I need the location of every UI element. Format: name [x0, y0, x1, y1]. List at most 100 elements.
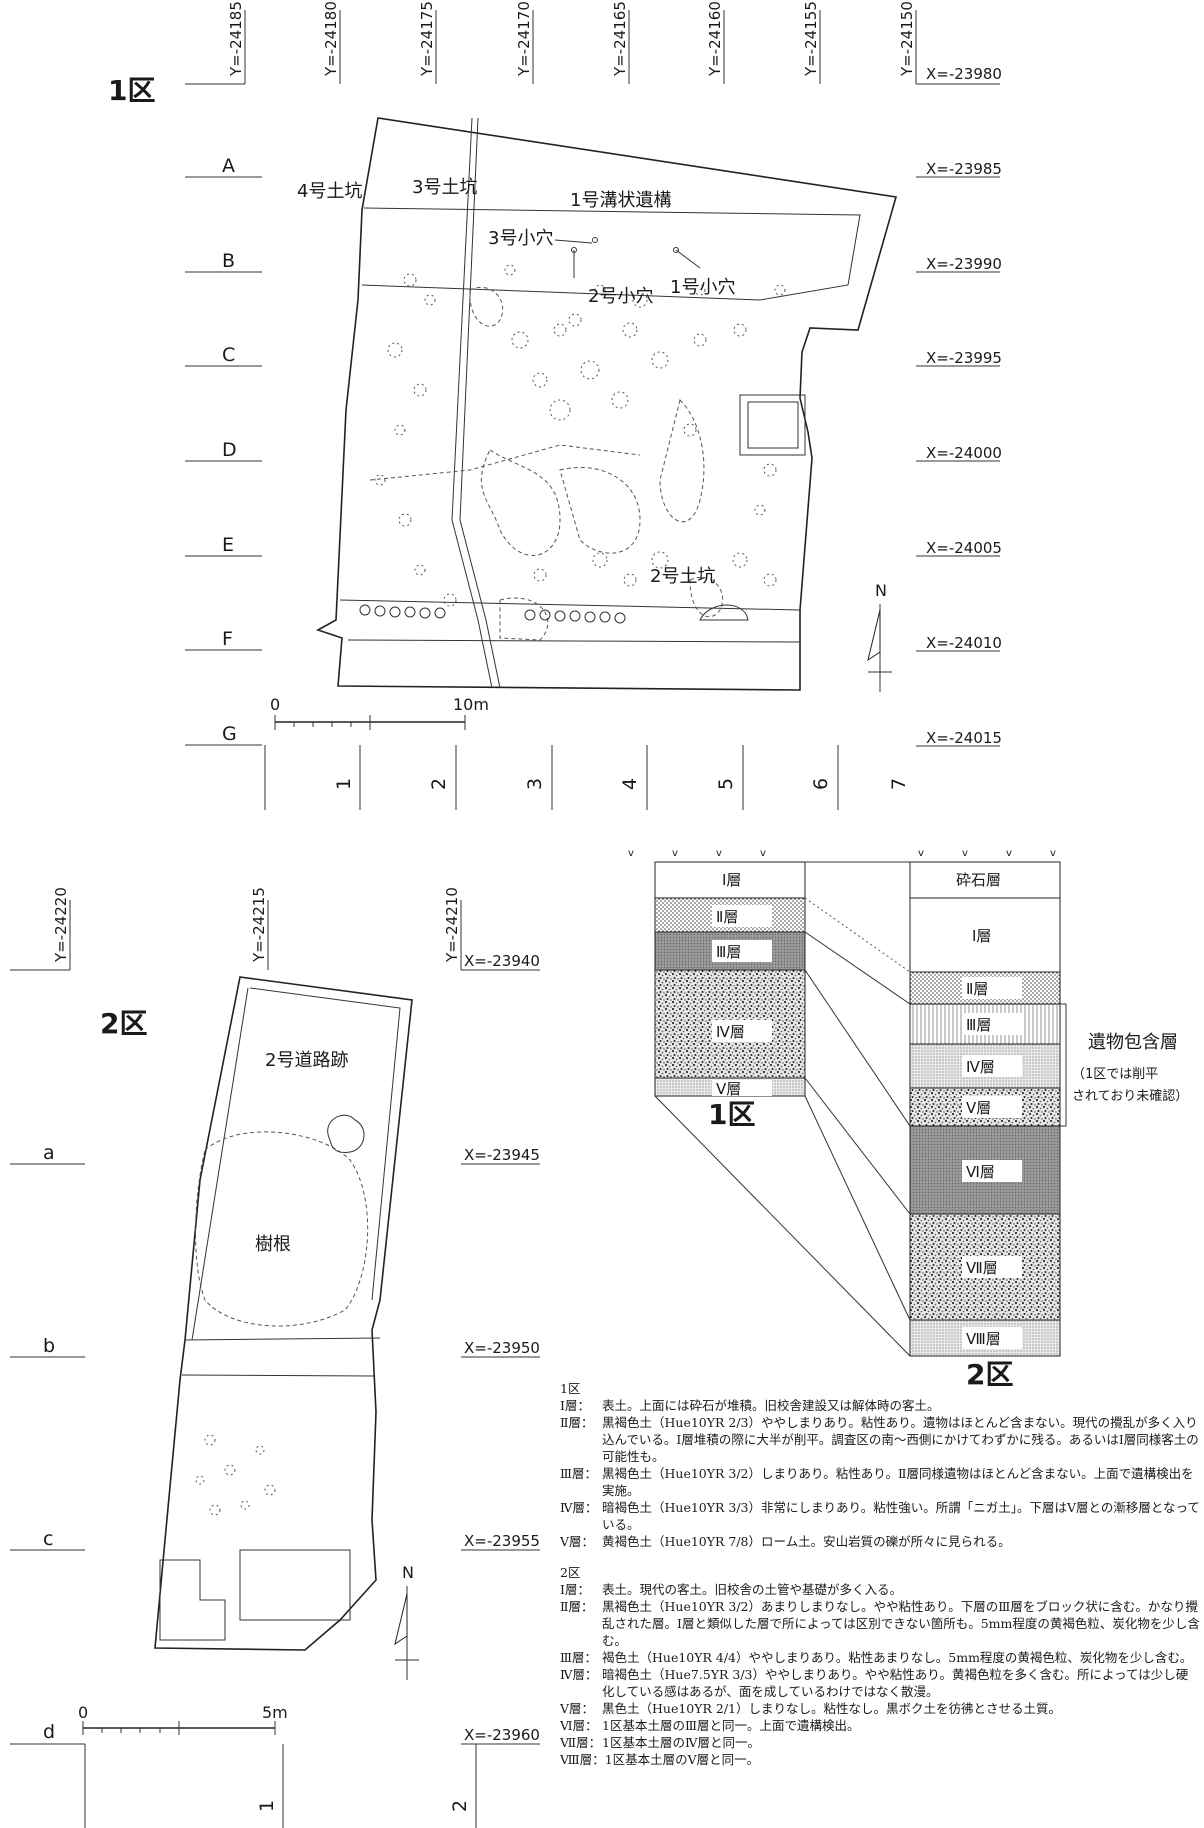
artifact-layer-bracket: 遺物包含層 （1区では削平 されており未確認）: [1060, 1003, 1188, 1127]
y-coord: Y=-24180: [322, 1, 340, 77]
svg-text:v: v: [1050, 848, 1056, 859]
col-label: 2: [449, 1800, 471, 1812]
col-label: 3: [524, 778, 546, 790]
feature-label: 2号小穴: [588, 286, 653, 307]
row-label: b: [43, 1335, 55, 1357]
section1-col-labels: 1 2 3 4 5 6 7: [264, 745, 910, 810]
note-row: Ⅲ層： 黒褐色土（Hue10YR 3/2）しまりあり。粘性あり。Ⅱ層同様遺物はほと…: [560, 1465, 1200, 1499]
layer-label: Ⅳ層: [966, 1058, 995, 1076]
section1-scale-bar: 0 10m: [270, 695, 489, 730]
note-value: 黒褐色土（Hue10YR 2/3）ややしまりあり。粘性あり。遺物はほとんど含まな…: [602, 1415, 1199, 1464]
x-coord: X=-23950: [464, 1339, 540, 1357]
layer-label: Ⅱ層: [716, 908, 738, 926]
row-label: A: [222, 155, 235, 177]
section2-row-labels: a b c d: [10, 1142, 85, 1745]
note-key: Ⅰ層：: [560, 1582, 590, 1597]
note-key: Ⅱ層：: [560, 1599, 594, 1614]
y-coord: Y=-24220: [52, 887, 70, 963]
column1-caption: 1区: [708, 1098, 755, 1131]
layer-label: Ⅷ層: [966, 1330, 1001, 1348]
note-value: 暗褐色土（Hue10YR 3/3）非常にしまりあり。粘性強い。所謂「ニガ土」。下…: [602, 1500, 1200, 1532]
scale-start: 0: [78, 1703, 88, 1722]
bracket-title: 遺物包含層: [1088, 1032, 1178, 1053]
col-label: 6: [810, 778, 832, 790]
x-coord: X=-24015: [926, 729, 1002, 747]
layer-label: Ⅱ層: [966, 980, 988, 998]
notes-section-1: 1区 Ⅰ層： 表土。上面には砕石が堆積。旧校舎建設又は解体時の客土。 Ⅱ層： 黒褐色…: [560, 1380, 1200, 1550]
feature-label: 2号土坑: [650, 566, 715, 587]
notes-section-title: 1区: [560, 1381, 581, 1396]
section2-y-coords: Y=-24220 Y=-24215 Y=-24210: [10, 887, 462, 971]
y-coord: Y=-24175: [418, 1, 436, 77]
note-row: Ⅰ層：表土。現代の客土。旧校舎の土管や基礎が多く入る。: [560, 1581, 1200, 1598]
notes-section-2: 2区 Ⅰ層：表土。現代の客土。旧校舎の土管や基礎が多く入る。 Ⅱ層：黒褐色土（H…: [560, 1564, 1200, 1768]
note-row: Ⅱ層： 黒褐色土（Hue10YR 3/2）あまりしまりなし。やや粘性あり。下層のⅢ…: [560, 1598, 1200, 1649]
note-value: 表土。上面には砕石が堆積。旧校舎建設又は解体時の客土。: [602, 1398, 940, 1413]
layer-label: Ⅴ層: [716, 1080, 741, 1098]
col-label: 4: [619, 778, 641, 790]
y-coord: Y=-24185: [227, 1, 245, 77]
bracket-note: されており未確認）: [1072, 1088, 1188, 1104]
layer-label: Ⅲ層: [716, 943, 741, 961]
section2-x-coords: X=-23940 X=-23945 X=-23950 X=-23955 X=-2…: [461, 952, 540, 1745]
section1-label: 1区: [108, 74, 155, 107]
section2-north-arrow: N: [394, 1563, 419, 1680]
x-coord: X=-23990: [926, 255, 1002, 273]
svg-text:v: v: [628, 848, 634, 859]
y-coord: Y=-24165: [611, 1, 629, 77]
section1-map: 1区 Y=-24185 Y=-24180 Y=-24175 Y=-24170 Y…: [108, 1, 1002, 810]
row-label: F: [222, 628, 233, 650]
x-coord: X=-23945: [464, 1146, 540, 1164]
feature-label: 2号道路跡: [265, 1050, 348, 1071]
note-key: Ⅰ層：: [560, 1398, 590, 1413]
svg-text:v: v: [672, 848, 678, 859]
svg-text:v: v: [760, 848, 766, 859]
correlation-lines: [654, 861, 911, 1357]
note-key: Ⅳ層：: [560, 1500, 598, 1515]
note-row: Ⅵ層：1区基本土層のⅢ層と同一。上面で遺構検出。: [560, 1717, 1200, 1734]
note-row: Ⅲ層：褐色土（Hue10YR 4/4）ややしまりあり。粘性あまりなし。5mm程度…: [560, 1649, 1200, 1666]
y-coord: Y=-24160: [706, 1, 724, 77]
scale-start: 0: [270, 695, 280, 714]
note-key: Ⅱ層：: [560, 1415, 594, 1430]
x-coord: X=-24005: [926, 539, 1002, 557]
y-coord: Y=-24150: [898, 1, 916, 77]
y-coord: Y=-24170: [515, 1, 533, 77]
feature-label: 3号土坑: [412, 177, 477, 198]
note-key: Ⅲ層：: [560, 1466, 598, 1481]
row-label: E: [222, 534, 234, 556]
note-row: Ⅳ層： 暗褐色土（Hue10YR 3/3）非常にしまりあり。粘性強い。所謂「ニガ土…: [560, 1499, 1200, 1533]
layer-label: Ⅰ層: [972, 927, 991, 945]
y-coord: Y=-24155: [802, 1, 820, 77]
note-value: 暗褐色土（Hue7.5YR 3/3）ややしまりあり。やや粘性あり。黄褐色粒を多く…: [602, 1667, 1189, 1699]
svg-text:v: v: [716, 848, 722, 859]
x-coord: X=-23955: [464, 1532, 540, 1550]
note-value: 1区基本土層のⅢ層と同一。上面で遺構検出。: [602, 1718, 860, 1733]
row-label: B: [222, 250, 235, 272]
x-coord: X=-24010: [926, 634, 1002, 652]
row-label: d: [43, 1721, 55, 1743]
x-coord: X=-23985: [926, 160, 1002, 178]
note-value: 黒褐色土（Hue10YR 3/2）しまりあり。粘性あり。Ⅱ層同様遺物はほとんど含…: [602, 1466, 1194, 1498]
section1-row-labels: A B C D E F G: [185, 155, 262, 746]
note-value: 黄褐色土（Hue10YR 7/8）ローム土。安山岩質の礫が所々に見られる。: [602, 1534, 1011, 1549]
section1-y-coords: Y=-24185 Y=-24180 Y=-24175 Y=-24170 Y=-2…: [227, 1, 917, 84]
section2-label: 2区: [100, 1007, 147, 1040]
row-label: D: [222, 439, 237, 461]
note-key: Ⅶ層：: [560, 1735, 602, 1750]
note-value: 1区基本土層のⅤ層と同一。: [604, 1752, 760, 1767]
note-value: 黒褐色土（Hue10YR 3/2）あまりしまりなし。やや粘性あり。下層のⅢ層をブ…: [602, 1599, 1200, 1648]
row-label: c: [43, 1528, 53, 1550]
bracket-note: （1区では削平: [1072, 1067, 1158, 1082]
layer-label: 砕石層: [956, 871, 1001, 889]
section1-x-coords: X=-23980 X=-23985 X=-23990 X=-23995 X=-2…: [916, 65, 1002, 747]
layer-label: Ⅴ層: [966, 1099, 991, 1117]
layer-label: Ⅲ層: [966, 1016, 991, 1034]
note-value: 1区基本土層のⅣ層と同一。: [602, 1735, 760, 1750]
x-coord: X=-23940: [464, 952, 540, 970]
section1-north-arrow: N: [867, 581, 892, 692]
x-coord: X=-23960: [464, 1726, 540, 1744]
